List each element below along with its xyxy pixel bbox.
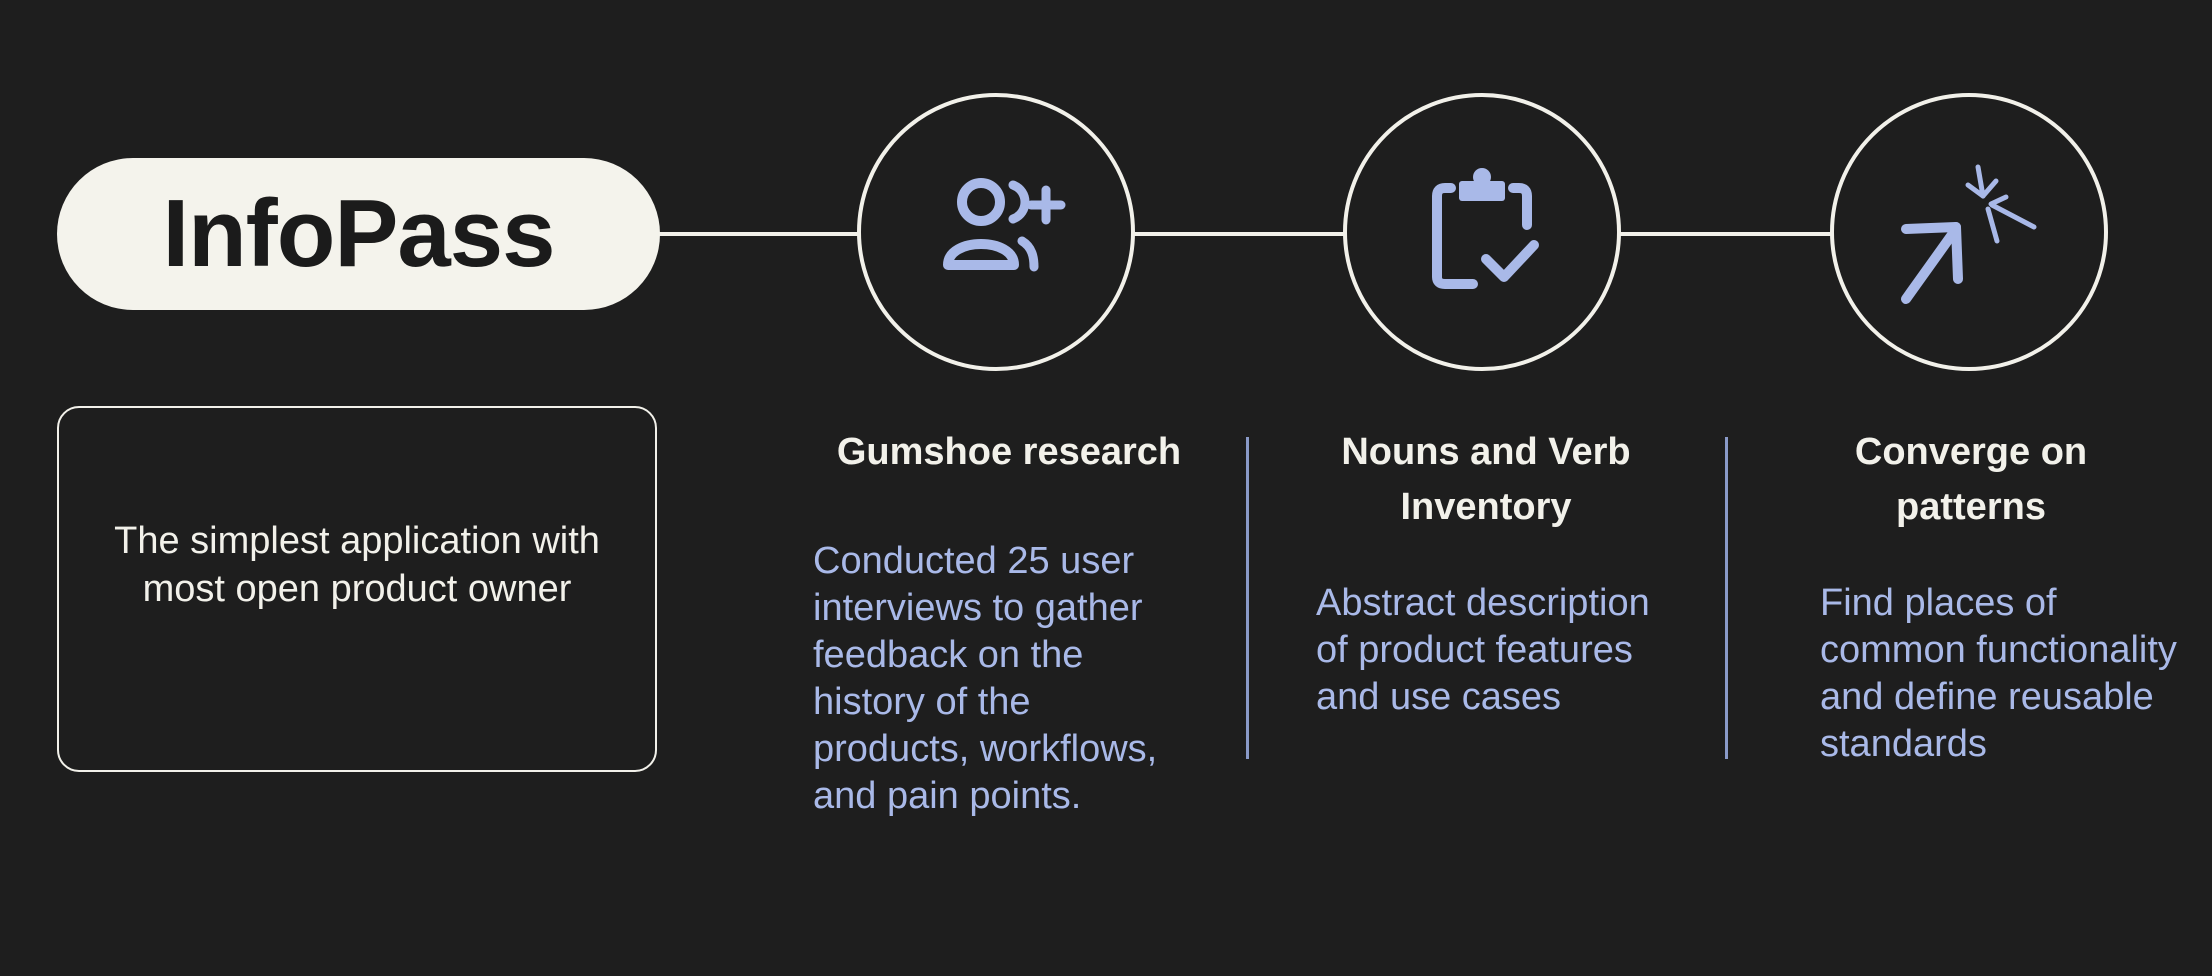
app-description: The simplest application with most open … [114, 520, 600, 610]
connector-line [650, 232, 1840, 236]
step-3-circle [1830, 93, 2108, 371]
converge-arrows-icon [1901, 164, 2037, 304]
step-1-description: Conducted 25 user interviews to gather f… [813, 540, 1158, 817]
step-2-description: Abstract description of product features… [1316, 582, 1650, 718]
step-1-circle [857, 93, 1135, 371]
add-user-icon [943, 178, 1066, 272]
step-3-description: Find places of common functionality and … [1820, 582, 2177, 765]
step-1-title: Gumshoe research [836, 431, 1182, 473]
app-description-box: The simplest application with most open … [57, 406, 657, 772]
divider-1 [1246, 437, 1249, 759]
step-3-title: Converge on patterns [1854, 431, 2088, 528]
app-title-pill: InfoPass [57, 158, 660, 310]
step-2-circle [1343, 93, 1621, 371]
divider-2 [1725, 437, 1728, 759]
clipboard-check-icon [1432, 168, 1539, 289]
step-2-title: Nouns and Verb Inventory [1341, 431, 1631, 528]
app-title: InfoPass [162, 180, 555, 287]
